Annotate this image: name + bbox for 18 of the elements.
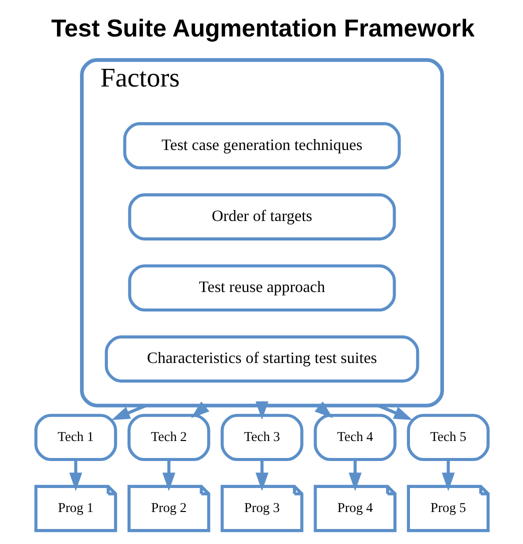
- arrow: [441, 460, 454, 492]
- node-box: Tech 1: [34, 414, 117, 462]
- diagram-title: Test Suite Augmentation Framework: [50, 16, 474, 43]
- arrow: [162, 460, 175, 492]
- node-box: Characteristics of starting test suites: [104, 335, 419, 383]
- node-box: Tech 4: [313, 414, 396, 462]
- node-box: Tech 2: [127, 414, 210, 462]
- arrow: [255, 401, 268, 420]
- arrow: [348, 460, 362, 492]
- arrow: [68, 460, 82, 492]
- node-box: Tech 3: [220, 414, 303, 462]
- arrow: [255, 460, 268, 492]
- node-box: Test reuse approach: [128, 264, 396, 312]
- node-box: Test case generation techniques: [122, 122, 400, 170]
- arrow: [111, 404, 146, 420]
- arrow: [376, 404, 412, 420]
- node-box: Order of targets: [128, 193, 396, 240]
- node-box: Tech 5: [406, 414, 490, 462]
